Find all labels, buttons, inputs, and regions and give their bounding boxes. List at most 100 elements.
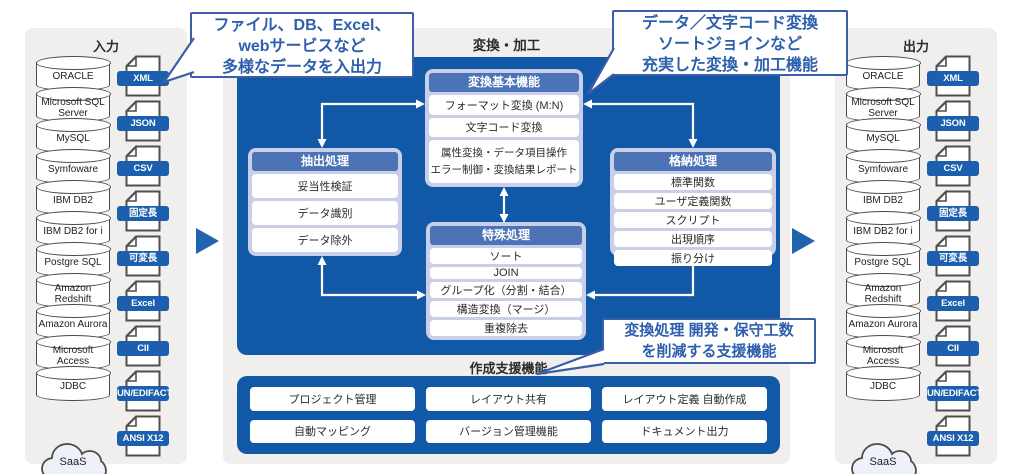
- database-label: IBM DB2 for i: [43, 226, 103, 238]
- input-panel: 入力 ORACLE Microsoft SQL Server MySQL Sym…: [25, 28, 187, 474]
- group-item: グループ化（分割・結合）: [430, 282, 582, 298]
- support-section-title: 作成支援機能: [469, 361, 548, 376]
- group-item: ソート: [430, 248, 582, 264]
- group-item: フォーマット変換 (M:N): [429, 95, 579, 115]
- output-database-list: ORACLE Microsoft SQL Server MySQL Symfow…: [845, 56, 921, 403]
- database-cylinder-icon: Amazon Aurora: [845, 304, 921, 339]
- group-item: JOIN: [430, 267, 582, 279]
- format-label: XML: [117, 71, 169, 86]
- file-format-icon: UN/EDIFACT: [116, 370, 172, 412]
- support-function-item: 自動マッピング: [250, 419, 415, 443]
- store-process-group: 格納処理 標準関数ユーザ定義関数スクリプト出現順序振り分け: [610, 148, 776, 266]
- support-function-item: レイアウト定義 自動作成: [602, 387, 767, 411]
- database-label: ORACLE: [862, 71, 904, 83]
- support-function-item: ドキュメント出力: [602, 419, 767, 443]
- database-label: Symfoware: [857, 164, 908, 176]
- group-item: 構造変換（マージ）: [430, 301, 582, 317]
- group-header: 抽出処理: [252, 152, 398, 171]
- format-label: Excel: [117, 296, 169, 311]
- cloud-icon: [41, 443, 107, 474]
- file-format-icon: 可変長: [116, 235, 170, 277]
- file-format-icon: 固定長: [116, 190, 170, 232]
- file-format-icon: 可変長: [926, 235, 980, 277]
- database-label: Amazon Aurora: [848, 319, 918, 331]
- database-cylinder-icon: Microsoft SQL Server: [845, 87, 921, 122]
- callout-text-line: データ／文字コード変換: [641, 15, 818, 32]
- input-cloud: SaaS: [36, 433, 110, 474]
- basic-transform-group: 変換基本機能 フォーマット変換 (M:N) 文字コード変換 属性変換・データ項目…: [425, 69, 583, 187]
- database-label: JDBC: [59, 381, 87, 393]
- database-label: MySQL: [56, 133, 90, 145]
- file-format-icon: CII: [926, 325, 980, 367]
- file-format-icon: 固定長: [926, 190, 980, 232]
- database-cylinder-icon: ORACLE: [35, 56, 111, 91]
- database-label: Postgre SQL: [854, 257, 912, 269]
- format-label: CII: [117, 341, 169, 356]
- database-cylinder-icon: Symfoware: [845, 149, 921, 184]
- format-label: ANSI X12: [927, 431, 979, 446]
- database-label: Symfoware: [47, 164, 98, 176]
- support-function-item: バージョン管理機能: [426, 419, 591, 443]
- group-item: 標準関数: [614, 174, 772, 190]
- database-label: Microsoft SQL Server: [851, 97, 915, 119]
- database-cylinder-icon: Postgre SQL: [845, 242, 921, 277]
- database-cylinder-icon: IBM DB2 for i: [35, 211, 111, 246]
- database-label: JDBC: [869, 381, 897, 393]
- group-header: 特殊処理: [430, 226, 582, 245]
- database-label: Postgre SQL: [44, 257, 102, 269]
- file-format-icon: CII: [116, 325, 170, 367]
- group-item: スクリプト: [614, 212, 772, 228]
- group-item: 文字コード変換: [429, 117, 579, 138]
- file-format-icon: UN/EDIFACT: [926, 370, 983, 412]
- database-cylinder-icon: Amazon Aurora: [35, 304, 111, 339]
- database-cylinder-icon: Postgre SQL: [35, 242, 111, 277]
- callout-text-line: 変換処理 開発・保守工数: [624, 322, 794, 339]
- file-format-icon: XML: [116, 55, 170, 97]
- cloud-label: SaaS: [869, 456, 897, 468]
- callout-text-line: 多様なデータを入出力: [221, 58, 382, 76]
- transform-section-title: 変換・加工: [472, 38, 541, 53]
- callout-text-line: webサービスなど: [238, 37, 366, 55]
- file-format-icon: CSV: [116, 145, 170, 187]
- group-item: データ識別: [252, 201, 398, 225]
- database-cylinder-icon: IBM DB2 for i: [845, 211, 921, 246]
- support-function-item: プロジェクト管理: [250, 387, 415, 411]
- group-header: 格納処理: [614, 152, 772, 171]
- callout-io: ファイル、DB、Excel、webサービスなど多様なデータを入出力: [190, 12, 414, 78]
- file-format-icon: XML: [926, 55, 980, 97]
- callout-transform: データ／文字コード変換ソートジョインなど充実した変換・加工機能: [612, 10, 848, 76]
- database-cylinder-icon: Amazon Redshift: [845, 273, 921, 308]
- format-label: 固定長: [927, 206, 979, 221]
- database-cylinder-icon: Microsoft SQL Server: [35, 87, 111, 122]
- output-format-list: XML JSON CSV: [926, 55, 983, 457]
- cloud-label: SaaS: [59, 456, 87, 468]
- database-label: ORACLE: [52, 71, 94, 83]
- format-label: 可変長: [117, 251, 169, 266]
- database-label: Amazon Redshift: [54, 283, 92, 305]
- database-cylinder-icon: MySQL: [35, 118, 111, 153]
- format-label: CSV: [117, 161, 169, 176]
- database-label: MySQL: [866, 133, 900, 145]
- database-cylinder-icon: Amazon Redshift: [35, 273, 111, 308]
- group-item: データ除外: [252, 228, 398, 252]
- group-item: 振り分け: [614, 250, 772, 266]
- database-cylinder-icon: MySQL: [845, 118, 921, 153]
- format-label: CII: [927, 341, 979, 356]
- file-format-icon: JSON: [116, 100, 170, 142]
- database-cylinder-icon: ORACLE: [845, 56, 921, 91]
- format-label: CSV: [927, 161, 979, 176]
- database-label: Microsoft Access: [52, 345, 94, 367]
- group-item: 重複除去: [430, 320, 582, 336]
- special-process-group: 特殊処理 ソート JOIN グループ化（分割・結合） 構造変換（マージ） 重複除去: [426, 222, 586, 340]
- format-label: UN/EDIFACT: [927, 386, 983, 401]
- format-label: Excel: [927, 296, 979, 311]
- group-header: 変換基本機能: [429, 73, 579, 92]
- input-database-list: ORACLE Microsoft SQL Server MySQL Symfow…: [35, 56, 111, 403]
- file-format-icon: CSV: [926, 145, 980, 187]
- detail-line: 属性変換・データ項目操作: [441, 146, 567, 159]
- group-item: 妥当性検証: [252, 174, 398, 198]
- callout-text-line: を削減する支援機能: [641, 343, 777, 360]
- detail-line: エラー制御・変換結果レポート: [430, 163, 578, 176]
- database-cylinder-icon: IBM DB2: [35, 180, 111, 215]
